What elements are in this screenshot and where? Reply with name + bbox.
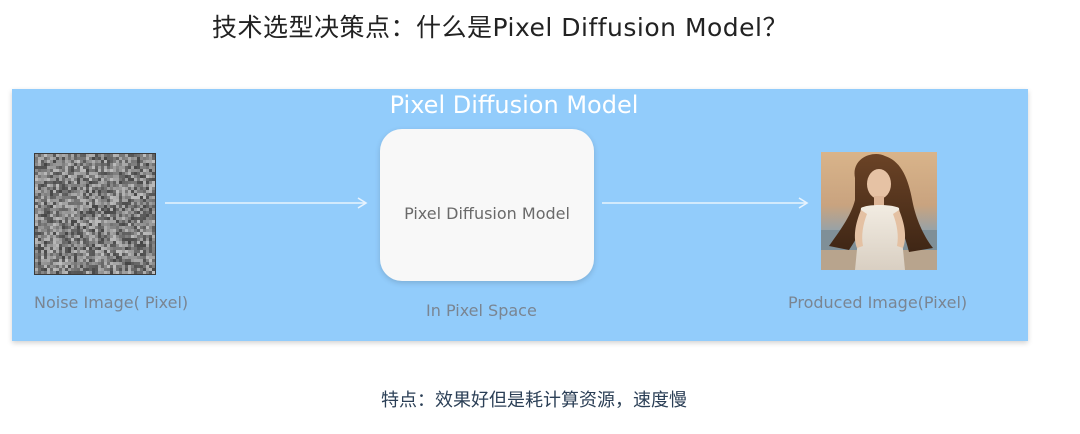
- input-caption: Noise Image( Pixel): [34, 293, 189, 312]
- model-caption: In Pixel Space: [426, 301, 537, 320]
- arrow-model-to-output: [602, 196, 812, 210]
- noise-image: [34, 153, 156, 275]
- page-title: 技术选型决策点：什么是Pixel Diffusion Model？: [211, 13, 789, 42]
- model-box: Pixel Diffusion Model: [380, 129, 594, 281]
- produced-image: [821, 152, 937, 270]
- panel-title: Pixel Diffusion Model: [389, 91, 639, 119]
- output-caption: Produced Image(Pixel): [788, 293, 968, 312]
- footer-note: 特点：效果好但是耗计算资源，速度慢: [381, 390, 687, 411]
- model-label: Pixel Diffusion Model: [404, 204, 570, 223]
- diagram-panel: Pixel Diffusion Model Pixel Diffusion Mo…: [12, 89, 1028, 341]
- arrow-input-to-model: [165, 196, 375, 210]
